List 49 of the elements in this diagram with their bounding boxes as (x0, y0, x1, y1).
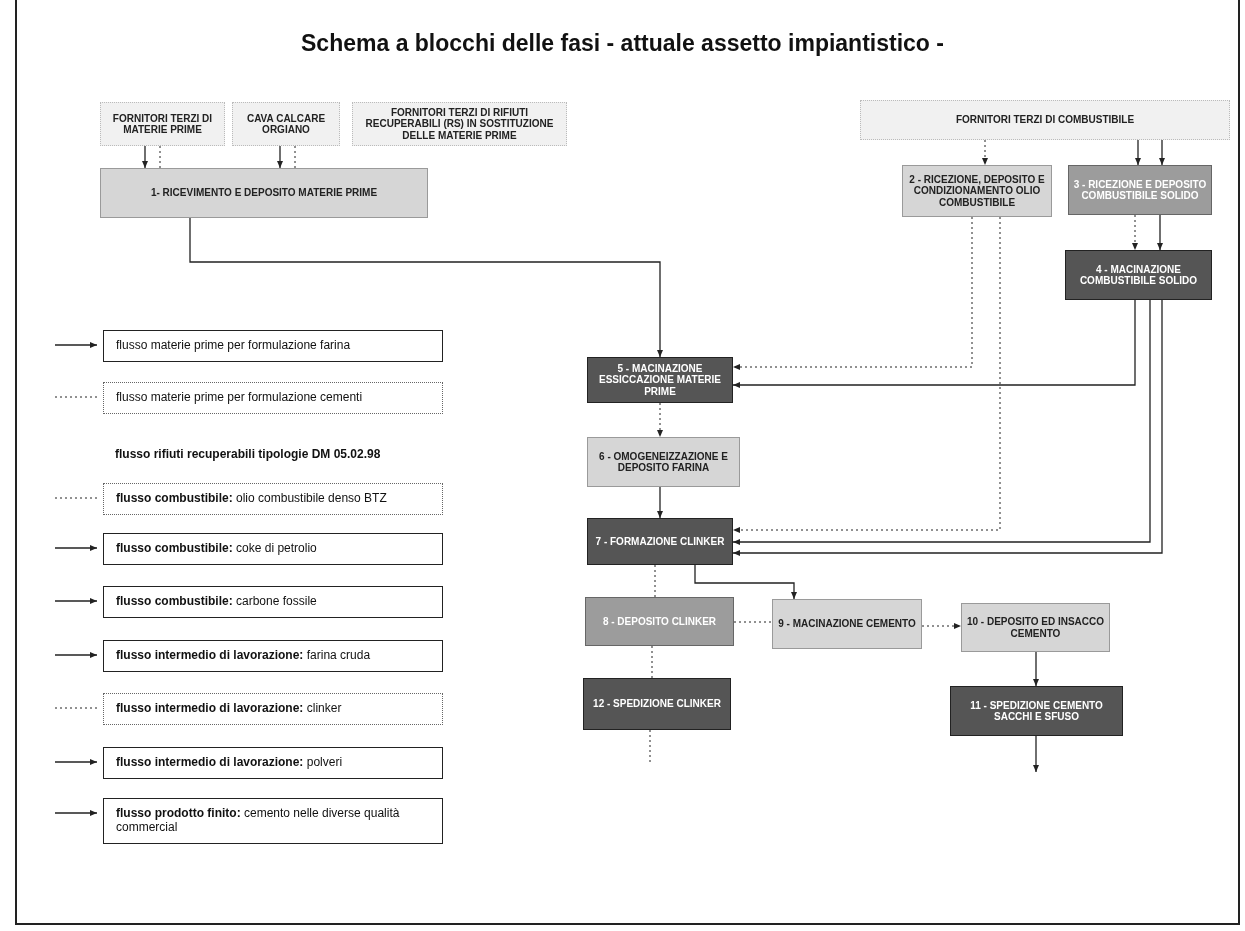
process-box: 5 - MACINAZIONE ESSICCAZIONE MATERIE PRIME (587, 357, 733, 403)
flow-arrow (277, 145, 283, 169)
diagram-title: Schema a blocchi delle fasi - attuale assetto impiantistico - (301, 30, 944, 56)
flow-arrow (657, 402, 663, 438)
flow-arrow (694, 564, 797, 600)
legend-entry: flusso intermedio di lavorazione: clinker (103, 693, 443, 725)
connector-line (733, 621, 773, 623)
process-box: 12 - SPEDIZIONE CLINKER (583, 678, 731, 730)
flow-arrow (142, 145, 148, 169)
connector-line (159, 145, 161, 169)
supplier-box: CAVA CALCARE ORGIANO (232, 102, 340, 146)
connector-line (654, 564, 656, 598)
supplier-box: FORNITORI TERZI DI MATERIE PRIME (100, 102, 225, 146)
flow-arrow (1157, 214, 1163, 251)
supplier-box: FORNITORI TERZI DI COMBUSTIBILE (860, 100, 1230, 140)
process-box: 11 - SPEDIZIONE CEMENTO SACCHI E SFUSO (950, 686, 1123, 736)
legend-entry: flusso prodotto finito: cemento nelle diverse qualità commercial (103, 798, 443, 844)
process-box: 1- RICEVIMENTO E DEPOSITO MATERIE PRIME (100, 168, 428, 218)
flow-arrow (921, 623, 962, 629)
flow-arrow (657, 486, 663, 519)
process-box: 3 - RICEZIONE E DEPOSITO COMBUSTIBILE SOLIDO (1068, 165, 1212, 215)
legend-entry: flusso intermedio di lavorazione: polveri (103, 747, 443, 779)
process-box: 4 - MACINAZIONE COMBUSTIBILE SOLIDO (1065, 250, 1212, 300)
flow-arrow (1033, 735, 1039, 773)
legend-entry: flusso materie prime per formulazione farina (103, 330, 443, 362)
flow-arrow (1135, 139, 1141, 166)
process-box: 6 - OMOGENEIZZAZIONE E DEPOSITO FARINA (587, 437, 740, 487)
flow-arrow (732, 216, 1001, 533)
legend-entry: flusso combustibile: olio combustibile denso BTZ (103, 483, 443, 515)
connector-line (294, 145, 296, 169)
process-box: 9 - MACINAZIONE CEMENTO (772, 599, 922, 649)
flow-arrow (732, 216, 973, 370)
legend-entry: flusso intermedio di lavorazione: farina cruda (103, 640, 443, 672)
legend-entry: flusso combustibile: coke di petrolio (103, 533, 443, 565)
process-box: 2 - RICEZIONE, DEPOSITO E CONDIZIONAMENTO OLIO COMBUSTIBILE (902, 165, 1052, 217)
legend-text: flusso rifiuti recuperabili tipologie DM 05.02.98 (114, 446, 382, 463)
flow-arrow (1132, 214, 1138, 251)
process-box: 7 - FORMAZIONE CLINKER (587, 518, 733, 565)
legend-entry: flusso combustibile: carbone fossile (103, 586, 443, 618)
flow-arrow (982, 139, 988, 166)
process-box: 8 - DEPOSITO CLINKER (585, 597, 734, 646)
flow-arrow (732, 299, 1136, 388)
process-box: 10 - DEPOSITO ED INSACCO CEMENTO (961, 603, 1110, 652)
connector-line (651, 645, 653, 679)
flow-arrow (189, 217, 663, 358)
flow-arrow (1033, 651, 1039, 687)
legend-entry: flusso materie prime per formulazione cementi (103, 382, 443, 414)
flow-arrow (1159, 139, 1165, 166)
supplier-box: FORNITORI TERZI DI RIFIUTI RECUPERABILI (RS) IN SOSTITUZIONE DELLE MATERIE PRIME (352, 102, 567, 146)
